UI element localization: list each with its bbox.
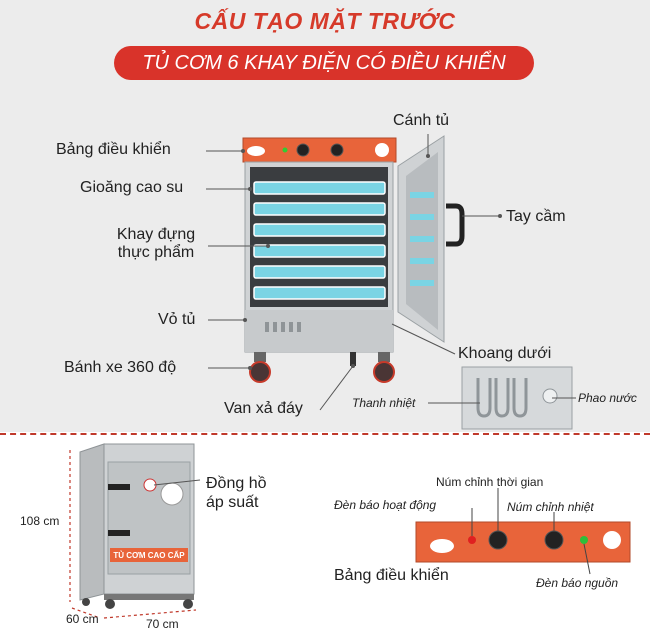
tray <box>253 202 386 216</box>
panel-knob-right <box>330 143 344 157</box>
door-tray-slots <box>410 192 434 286</box>
wheel-bracket-right <box>378 352 390 362</box>
tray <box>253 223 386 237</box>
heating-bar-graphic <box>476 378 528 418</box>
cabinet-legs <box>104 594 194 600</box>
page-title: CẤU TẠO MẶT TRƯỚC <box>194 8 456 34</box>
caster <box>105 599 115 609</box>
section-divider <box>0 433 650 435</box>
name-plate <box>110 548 188 562</box>
label-drain-valve: Van xả đáy <box>224 400 303 417</box>
wheel-right <box>373 361 395 383</box>
wheel-left <box>249 361 271 383</box>
dimension-height: 108 cm <box>20 514 60 528</box>
door-latch-top <box>108 484 130 490</box>
label-power-light: Đèn báo nguồn <box>536 576 619 590</box>
leader-dots <box>241 149 502 370</box>
caster <box>183 599 193 609</box>
page-subtitle-banner: TỦ CƠM 6 KHAY ĐIỆN CÓ ĐIỀU KHIỂN <box>114 46 534 80</box>
door-latch-bottom <box>108 530 130 536</box>
vent-slots <box>265 322 301 332</box>
tray <box>253 181 386 195</box>
drain-valve <box>350 352 356 366</box>
door-handle <box>446 203 465 247</box>
label-rubber-gasket: Gioăng cao su <box>80 179 184 196</box>
tray <box>253 265 386 279</box>
water-float-graphic <box>542 388 558 404</box>
label-control-panel: Bảng điều khiển <box>56 141 171 158</box>
dimension-depth: 60 cm <box>66 612 99 626</box>
cabinet-side <box>79 443 105 601</box>
label-temp-knob: Núm chỉnh nhiệt <box>507 500 594 514</box>
chef-sticker <box>160 482 184 506</box>
temp-knob-dial <box>544 530 564 550</box>
label-water-float: Phao nước <box>578 391 637 405</box>
dimension-lines <box>69 450 197 619</box>
rice-bowl-graphic <box>247 146 265 156</box>
chef-icon <box>375 143 389 157</box>
dimension-width: 70 cm <box>146 617 179 631</box>
wheel-bracket-left <box>254 352 266 362</box>
name-plate-text: TỦ CƠM CAO CẤP <box>113 550 185 560</box>
active-light-lamp <box>468 536 476 544</box>
control-panel-strip <box>242 137 397 163</box>
label-pressure-gauge: Đồng hồ áp suất <box>206 474 267 512</box>
leader-lines <box>206 134 500 411</box>
label-lower-compartment: Khoang dưới <box>458 345 552 362</box>
caster <box>82 598 90 606</box>
label-timer-knob: Núm chỉnh thời gian <box>436 475 544 489</box>
label-pressure-gauge-line2: áp suất <box>206 494 259 511</box>
timer-knob-dial <box>488 530 508 550</box>
panel-knob-left <box>296 143 310 157</box>
label-door: Cánh tủ <box>393 112 450 129</box>
label-food-tray-line1: Khay đựng <box>116 226 196 243</box>
label-pressure-gauge-line1: Đồng hồ <box>206 475 267 492</box>
label-wheels: Bánh xe 360 độ <box>64 359 177 376</box>
power-light-lamp <box>580 536 588 544</box>
label-shell: Vỏ tủ <box>158 311 196 328</box>
food-trays <box>253 181 386 300</box>
tray <box>253 244 386 258</box>
label-panel-caption: Bảng điều khiển <box>334 567 449 584</box>
panel-light <box>282 147 288 153</box>
panel-leader-lines <box>471 488 591 575</box>
tray <box>253 286 386 300</box>
label-food-tray: Khay đựng thực phẩm <box>96 226 216 262</box>
label-active-light: Đèn báo hoạt động <box>334 498 437 512</box>
lower-shell <box>245 310 393 352</box>
panel-rice-bowl <box>430 539 454 553</box>
label-heating-bar: Thanh nhiệt <box>352 396 416 410</box>
label-food-tray-line2: thực phẩm <box>117 244 195 261</box>
panel-chef <box>603 531 621 549</box>
label-handle: Tay cầm <box>506 208 566 225</box>
